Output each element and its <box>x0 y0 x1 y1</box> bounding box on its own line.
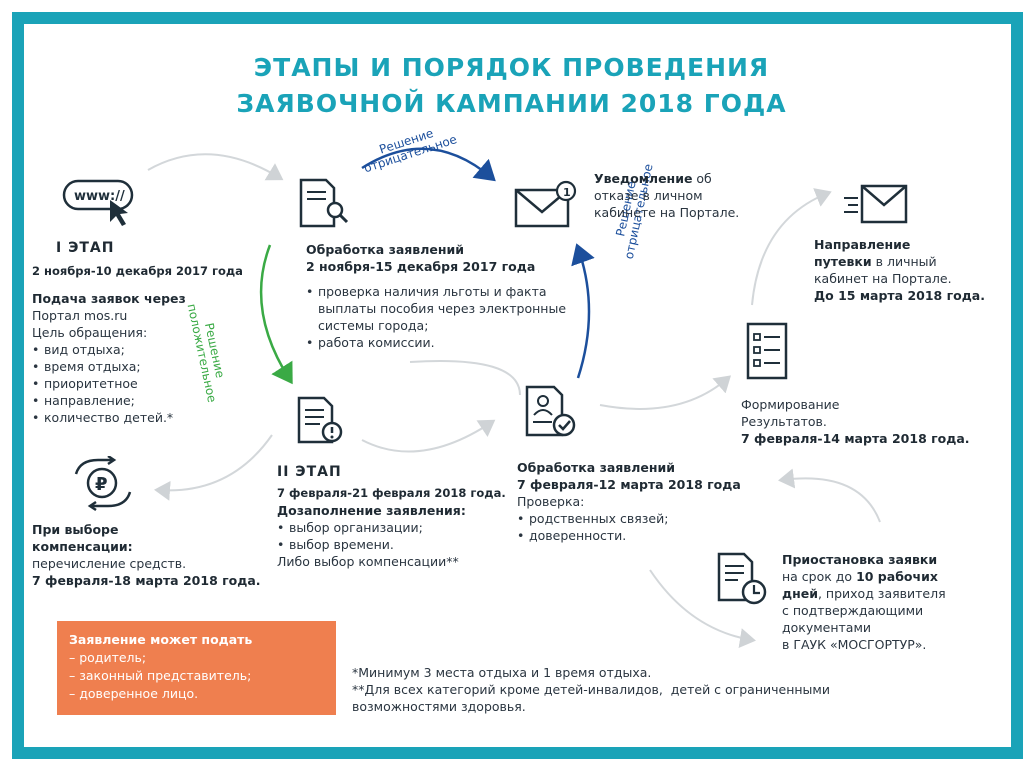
voucher-block: Направление путевки в личный кабинет на … <box>814 236 1004 304</box>
ruble-refund-icon: ₽ <box>68 454 138 516</box>
document-warning-icon <box>296 396 346 450</box>
processing2-title: Обработка заявлений <box>517 460 675 475</box>
processing1-list: проверка наличия льготы и факта выплаты … <box>306 283 586 351</box>
page-title-line1: ЭТАПЫ И ПОРЯДОК ПРОВЕДЕНИЯ <box>253 53 770 82</box>
suspension-bold1: Приостановка заявки <box>782 552 938 567</box>
list-item: направление; <box>32 392 272 409</box>
svg-text:www://: www:// <box>74 189 125 204</box>
stage1-submit-bold: Подача заявок через <box>32 291 186 306</box>
notify-text3: кабинете на Портале. <box>594 205 740 220</box>
notify-bold: Уведомление <box>594 171 693 186</box>
processing1-title: Обработка заявлений <box>306 242 464 257</box>
list-item: родственных связей; <box>517 510 777 527</box>
voucher-dates: До 15 марта 2018 года. <box>814 288 985 303</box>
stage2-alt: Либо выбор компенсации** <box>277 554 459 569</box>
document-search-icon <box>298 178 350 234</box>
envelope-fast-icon <box>842 183 910 231</box>
stage2-list: выбор организации; выбор времени. <box>277 519 517 553</box>
stage1-dates: 2 ноября-10 декабря 2017 года <box>32 264 243 278</box>
checklist-icon <box>746 322 790 384</box>
profile-document-check-icon <box>524 385 578 445</box>
footnote-1: *Минимум 3 места отдыха и 1 время отдыха… <box>352 665 652 680</box>
applicant-box-title: Заявление может подать <box>69 632 253 647</box>
list-item: работа комиссии. <box>306 334 586 351</box>
compensation-block: При выборе компенсации: перечисление сре… <box>32 521 292 589</box>
envelope-notification-icon: 1 <box>514 180 578 236</box>
applicant-box: Заявление может подать – родитель; – зак… <box>57 621 336 715</box>
stage1-list: вид отдыха; время отдыха; приоритетное н… <box>32 341 272 426</box>
stage2-dates: 7 февраля-21 февраля 2018 года. <box>277 486 506 500</box>
list-item: время отдыха; <box>32 358 272 375</box>
arrow-positive <box>259 244 293 385</box>
footnote-2a: **Для всех категорий кроме детей-инвалид… <box>352 682 830 697</box>
arrow-processing2-to-suspension <box>649 569 756 648</box>
list-item: вид отдыха; <box>32 341 272 358</box>
list-item: – доверенное лицо. <box>69 686 199 701</box>
document-clock-icon <box>716 552 770 612</box>
suspension-text4: документами <box>782 620 872 635</box>
stage1-block: I ЭТАП 2 ноября-10 декабря 2017 года Под… <box>32 240 272 426</box>
list-item: выбор времени. <box>277 536 517 553</box>
arrow-negative-right <box>571 243 595 379</box>
arrow-stage1-to-processing1 <box>147 153 284 181</box>
voucher-bold2: путевки <box>814 254 872 269</box>
arrow-stage2-to-processing2 <box>361 419 496 453</box>
processing1-block: Обработка заявлений 2 ноября-15 декабря … <box>306 241 586 351</box>
arrow-processing1-loop <box>409 359 521 396</box>
processing2-dates: 7 февраля-12 марта 2018 года <box>517 477 741 492</box>
svg-text:₽: ₽ <box>95 474 108 495</box>
processing1-dates: 2 ноября-15 декабря 2017 года <box>306 259 536 274</box>
voucher-bold1: Направление <box>814 237 911 252</box>
suspension-bold2: 10 рабочих <box>856 569 938 584</box>
stage1-heading: I ЭТАП <box>56 240 115 256</box>
compensation-bold: При выборе компенсации: <box>32 522 133 554</box>
results-line2: Результатов. <box>741 414 827 429</box>
browser-icon: www:// <box>62 178 142 232</box>
list-item: – родитель; <box>69 650 147 665</box>
notify-refusal-block: Уведомление об отказе в личном кабинете … <box>594 170 784 221</box>
suspension-text3: с подтверждающими <box>782 603 924 618</box>
notify-text2: отказе в личном <box>594 188 703 203</box>
list-item: количество детей.* <box>32 409 272 426</box>
suspension-block: Приостановка заявки на срок до 10 рабочи… <box>782 551 1002 653</box>
processing2-list: родственных связей; доверенности. <box>517 510 777 544</box>
list-item: приоритетное <box>32 375 272 392</box>
stage2-block: II ЭТАП 7 февраля-21 февраля 2018 года. … <box>277 464 517 570</box>
voucher-text2: кабинет на Портале. <box>814 271 952 286</box>
list-item: проверка наличия льготы и факта выплаты … <box>306 283 586 334</box>
arrow-results-to-voucher <box>751 188 832 306</box>
page-title-line2: ЗАЯВОЧНОЙ КАМПАНИИ 2018 ГОДА <box>236 89 787 118</box>
arrow-stage2-to-compensation <box>154 434 273 501</box>
arrow-suspension-to-processing2 <box>778 468 881 523</box>
list-item: доверенности. <box>517 527 777 544</box>
stage1-submit-text: Портал mos.ru <box>32 308 128 323</box>
results-dates: 7 февраля-14 марта 2018 года. <box>741 431 970 446</box>
voucher-text1: в личный <box>871 254 937 269</box>
processing2-block: Обработка заявлений 7 февраля-12 марта 2… <box>517 459 777 544</box>
suspension-text2: , приход заявителя <box>817 586 946 601</box>
arrow-negative-top <box>361 147 496 182</box>
results-line1: Формирование <box>741 397 840 412</box>
stage2-bold: Дозаполнение заявления: <box>277 503 466 518</box>
results-block: Формирование Результатов. 7 февраля-14 м… <box>741 396 1001 447</box>
notify-text1: об <box>692 171 712 186</box>
footnote-2b: возможностями здоровья. <box>352 699 526 714</box>
suspension-text5: в ГАУК «МОСГОРТУР». <box>782 637 927 652</box>
stage2-heading: II ЭТАП <box>277 464 342 480</box>
footnotes: *Минимум 3 места отдыха и 1 время отдыха… <box>352 664 972 715</box>
list-item: выбор организации; <box>277 519 517 536</box>
arrow-processing2-to-results <box>599 375 732 410</box>
suspension-bold3: дней <box>782 586 818 601</box>
processing2-check: Проверка: <box>517 494 585 509</box>
suspension-text1: на срок до <box>782 569 857 584</box>
svg-text:1: 1 <box>563 186 571 199</box>
compensation-dates: 7 февраля-18 марта 2018 года. <box>32 573 261 588</box>
list-item: – законный представитель; <box>69 668 252 683</box>
stage1-purpose: Цель обращения: <box>32 325 148 340</box>
compensation-text: перечисление средств. <box>32 556 187 571</box>
